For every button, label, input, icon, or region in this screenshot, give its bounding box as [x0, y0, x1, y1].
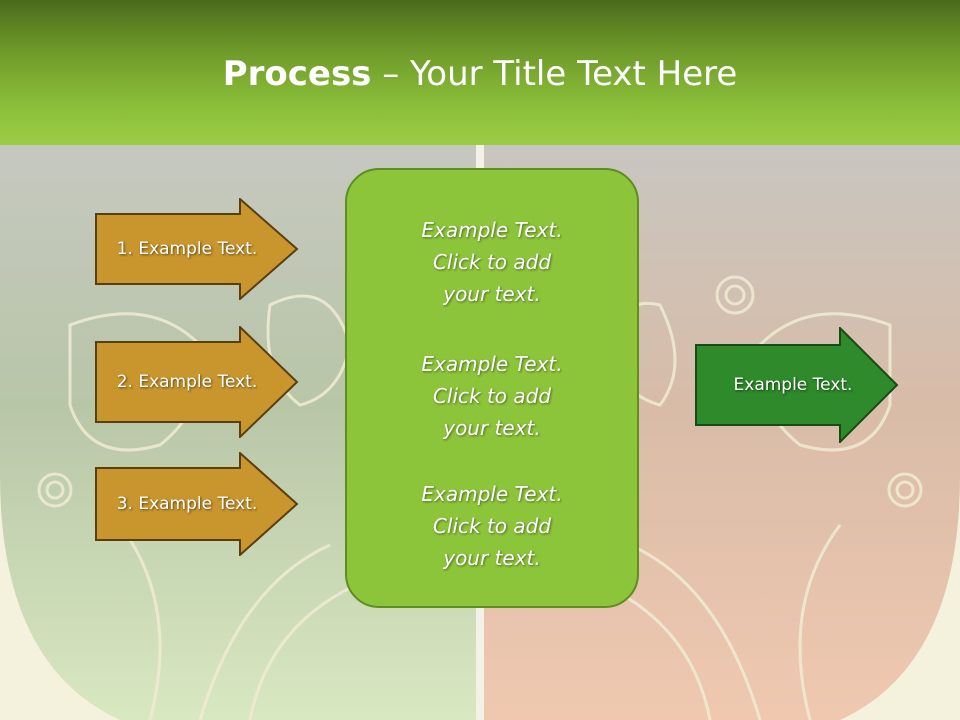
center-block-1-line-1: Example Text. — [421, 218, 563, 242]
title-bold-text: Process — [222, 54, 372, 94]
center-block-3-line-2: Click to add — [432, 514, 552, 538]
center-block-1-line-2: Click to add — [432, 250, 552, 274]
center-block-1-line-3: your text. — [443, 282, 541, 306]
left-arrow-1-label: 1. Example Text. — [116, 239, 258, 259]
left-arrow-1[interactable]: 1. Example Text. — [95, 198, 299, 300]
left-arrow-3-label: 3. Example Text. — [116, 494, 258, 514]
center-block-2-line-3: your text. — [443, 416, 541, 440]
left-arrow-2[interactable]: 2. Example Text. — [95, 326, 299, 438]
title-rest-text: – Your Title Text Here — [371, 54, 738, 94]
right-arrow[interactable]: Example Text. — [695, 327, 899, 443]
arrow-shape — [95, 326, 299, 438]
center-block-3: Example Text. Click to add your text. — [347, 478, 637, 574]
center-text-box[interactable]: Example Text. Click to add your text. Ex… — [345, 168, 639, 608]
center-block-2: Example Text. Click to add your text. — [347, 348, 637, 444]
arrow-shape — [695, 327, 899, 443]
center-block-3-line-3: your text. — [443, 546, 541, 570]
center-block-2-line-2: Click to add — [432, 384, 552, 408]
center-block-3-line-1: Example Text. — [421, 482, 563, 506]
left-arrow-2-label: 2. Example Text. — [116, 372, 258, 392]
center-block-1: Example Text. Click to add your text. — [347, 214, 637, 310]
center-block-2-line-1: Example Text. — [421, 352, 563, 376]
arrow-shape — [95, 452, 299, 556]
left-arrow-3[interactable]: 3. Example Text. — [95, 452, 299, 556]
right-arrow-label: Example Text. — [733, 375, 853, 395]
slide-title[interactable]: Process – Your Title Text Here — [0, 52, 960, 96]
arrow-shape — [95, 198, 299, 300]
title-bar: Process – Your Title Text Here — [0, 0, 960, 145]
